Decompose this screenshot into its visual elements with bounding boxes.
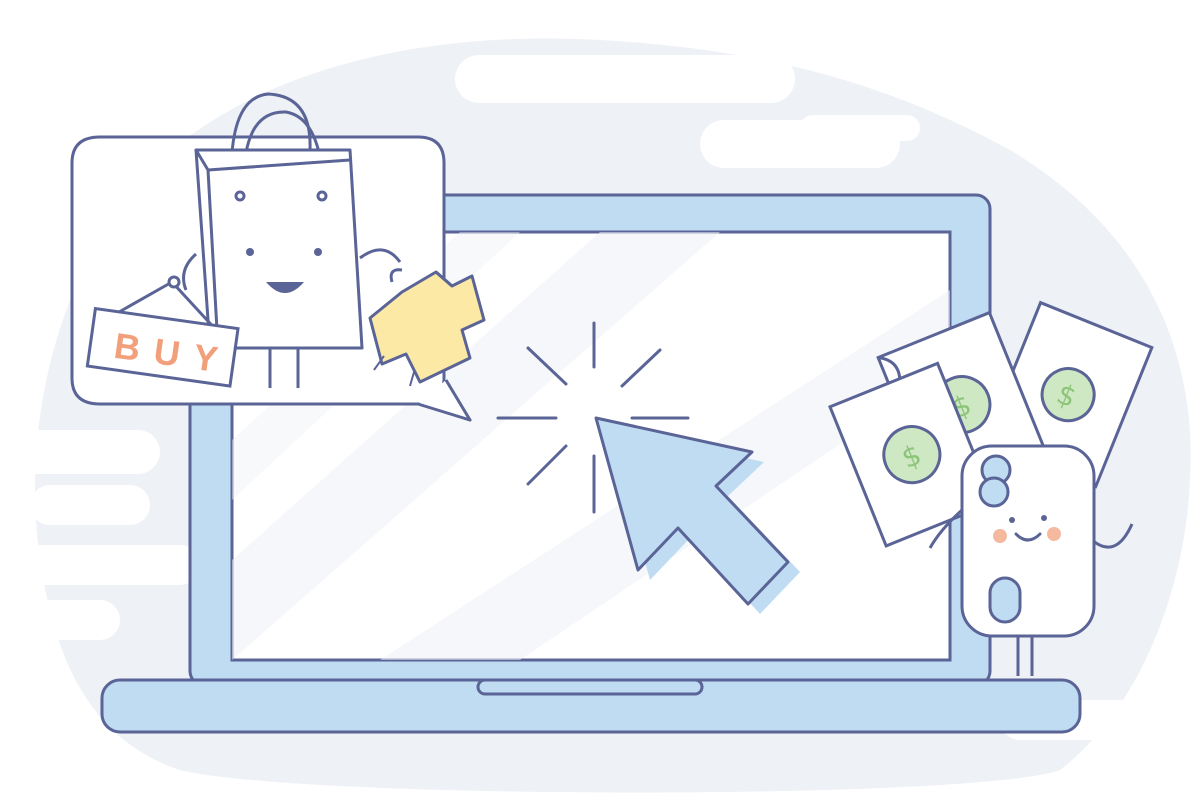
credit-card-icon — [928, 444, 1134, 676]
shopping-bag-icon — [182, 92, 402, 388]
laptop-base — [100, 678, 1082, 734]
mouse-pointer-icon[interactable] — [594, 416, 800, 614]
price-tag-icon: BUY — [85, 275, 240, 388]
click-burst-icon — [496, 321, 690, 514]
shirt-icon — [368, 268, 486, 387]
